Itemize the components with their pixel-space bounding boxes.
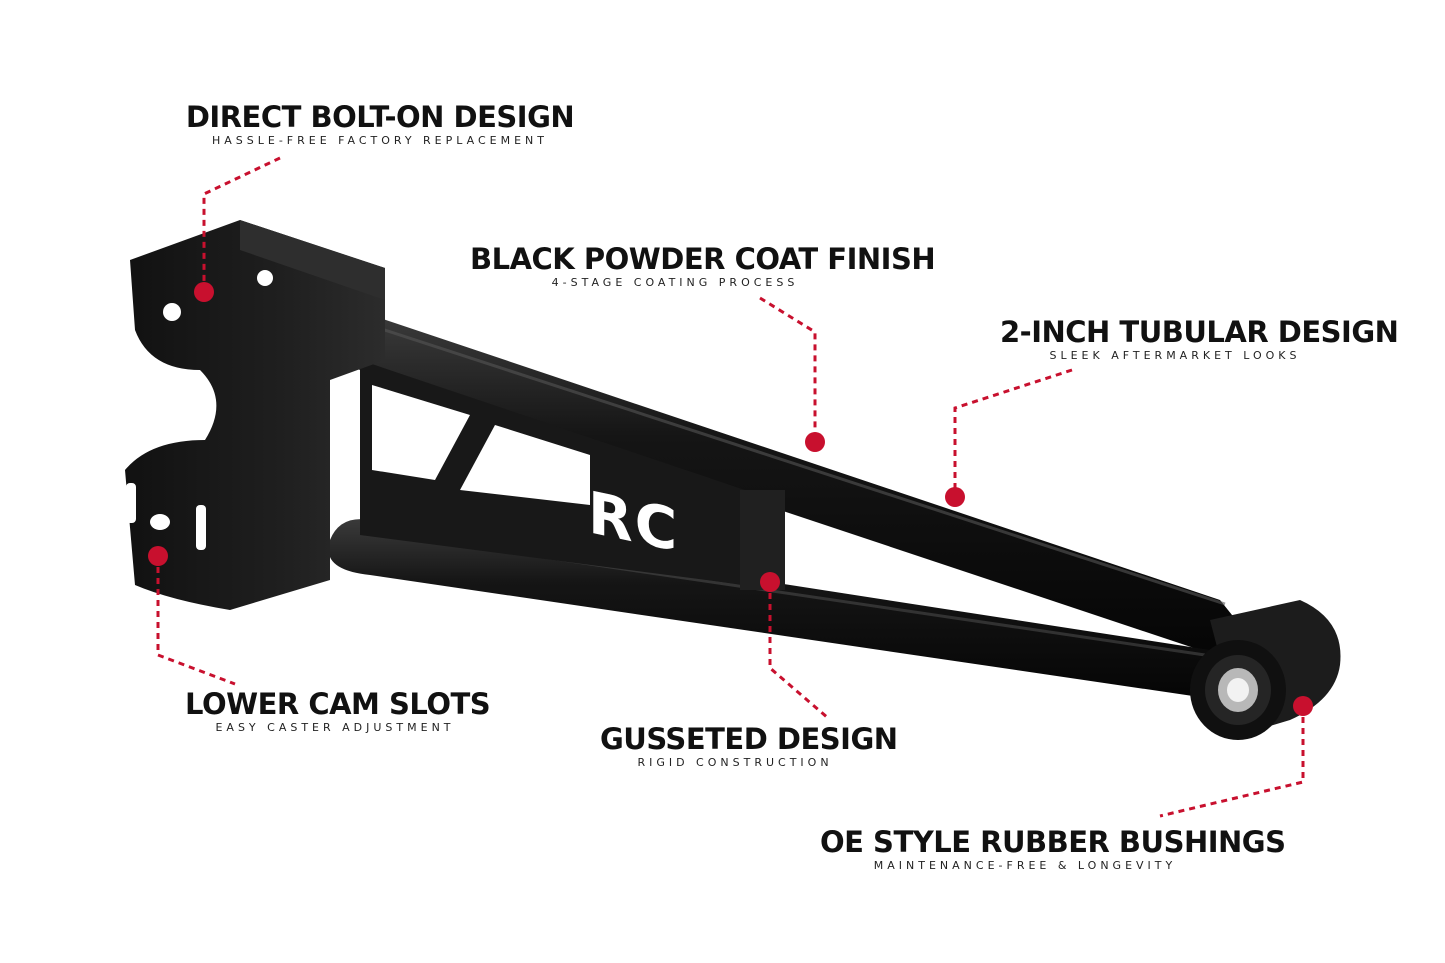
callout-gusseted: GUSSETED DESIGN RIGID CONSTRUCTION <box>600 722 898 770</box>
cam-slot-left <box>126 483 136 523</box>
callout-subtitle: MAINTENANCE-FREE & LONGEVITY <box>873 859 1177 872</box>
dot-gusseted <box>760 572 780 592</box>
leader-tubular <box>953 368 1073 495</box>
gusset-cutout-middle <box>460 425 590 505</box>
lower-tube <box>328 519 1220 700</box>
mounting-bracket <box>125 220 385 610</box>
callout-subtitle: EASY CASTER ADJUSTMENT <box>215 721 455 734</box>
leader-bolt-on <box>202 156 281 290</box>
bracket-hole-top-right <box>257 270 273 286</box>
leader-powder-coat <box>759 296 817 440</box>
bracket-flange <box>240 220 385 300</box>
leader-cam-slots <box>156 556 236 686</box>
callout-title: DIRECT BOLT-ON DESIGN <box>185 100 575 134</box>
upper-tube <box>337 315 1260 660</box>
callout-bushings: OE STYLE RUBBER BUSHINGS MAINTENANCE-FRE… <box>820 825 1286 873</box>
callout-title: GUSSETED DESIGN <box>600 722 898 756</box>
callout-subtitle: 4-STAGE COATING PROCESS <box>551 276 799 289</box>
bushing-bore <box>1227 678 1249 702</box>
callout-bolt-on: DIRECT BOLT-ON DESIGN HASSLE-FREE FACTOR… <box>175 100 585 148</box>
callout-title: LOWER CAM SLOTS <box>185 687 491 721</box>
callout-powder-coat: BLACK POWDER COAT FINISH 4-STAGE COATING… <box>470 242 936 290</box>
dot-cam-slots <box>148 546 168 566</box>
callout-tubular: 2-INCH TUBULAR DESIGN SLEEK AFTERMARKET … <box>1000 315 1399 363</box>
callout-subtitle: HASSLE-FREE FACTORY REPLACEMENT <box>212 134 548 147</box>
callout-title: BLACK POWDER COAT FINISH <box>470 242 936 276</box>
gusset-brace <box>740 490 785 590</box>
callout-cam-slots: LOWER CAM SLOTS EASY CASTER ADJUSTMENT <box>185 687 491 735</box>
dot-bolt-on <box>194 282 214 302</box>
callout-title: 2-INCH TUBULAR DESIGN <box>1000 315 1399 349</box>
cam-hole <box>150 514 170 530</box>
leader-lines <box>156 156 1305 818</box>
gusset-cutout-left <box>372 385 470 480</box>
cam-slot-right <box>196 505 206 550</box>
callout-title: OE STYLE RUBBER BUSHINGS <box>820 825 1286 859</box>
callout-subtitle: RIGID CONSTRUCTION <box>637 756 833 769</box>
upper-tube-highlight <box>359 320 1226 606</box>
leader-bushings <box>1159 706 1305 818</box>
callout-subtitle: SLEEK AFTERMARKET LOOKS <box>1049 349 1301 362</box>
callout-dots <box>148 282 1313 716</box>
dot-tubular <box>945 487 965 507</box>
bracket-hole-top-left <box>163 303 181 321</box>
dot-bushings <box>1293 696 1313 716</box>
leader-gusseted <box>768 582 829 720</box>
dot-powder-coat <box>805 432 825 452</box>
